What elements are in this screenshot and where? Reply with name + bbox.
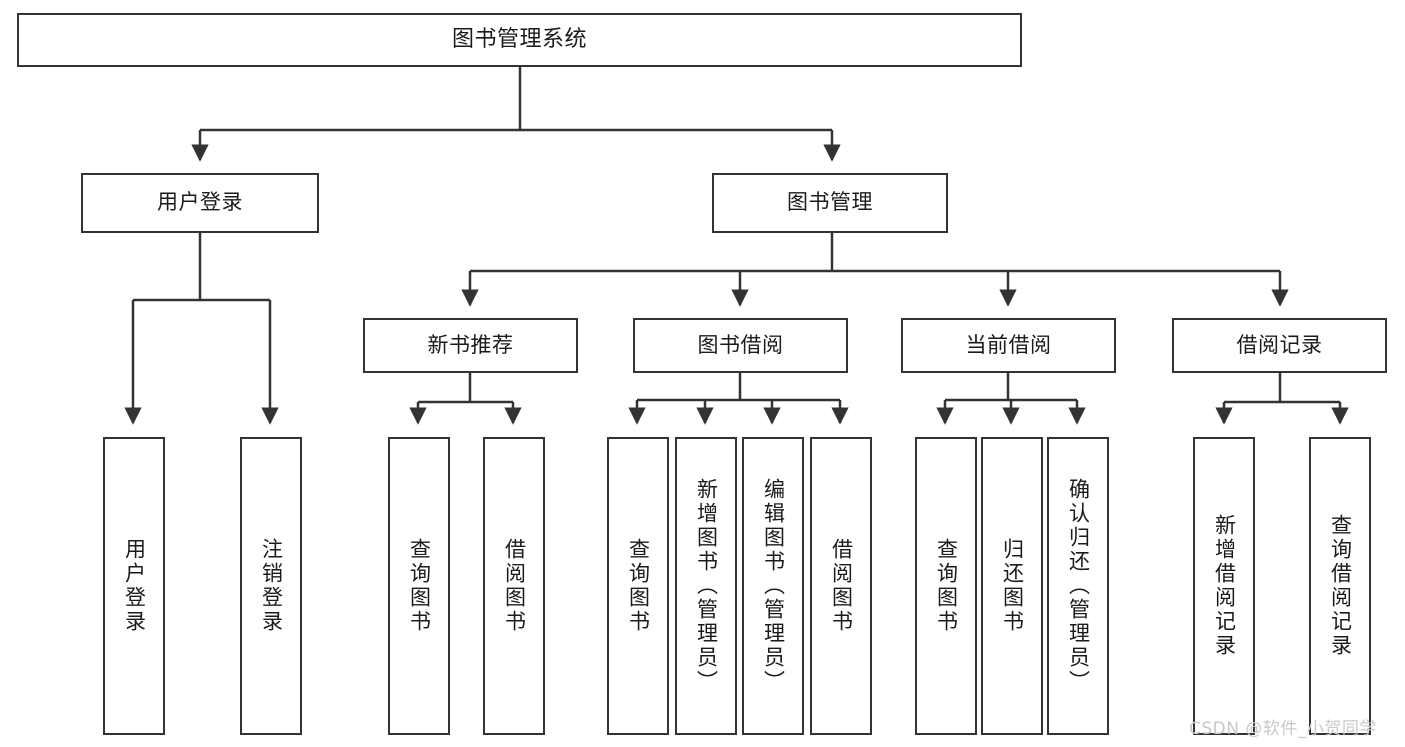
node-leaf-confirm-return[interactable]: 确认归还（管理员） [1047,437,1109,735]
node-book-manage[interactable]: 图书管理 [712,173,948,233]
node-borrow-record-label: 借阅记录 [1236,332,1323,357]
node-leaf-confirm-return-label: 确认归还（管理员） [1066,478,1091,694]
node-user-login-label: 用户登录 [157,190,243,215]
node-current-borrow[interactable]: 当前借阅 [901,318,1116,373]
node-leaf-query-book-1[interactable]: 查询图书 [388,437,450,735]
node-leaf-borrow-book-1[interactable]: 借阅图书 [483,437,545,735]
node-leaf-logout-login[interactable]: 注销登录 [240,437,302,735]
node-leaf-add-record[interactable]: 新增借阅记录 [1193,437,1255,735]
node-leaf-add-book-label: 新增图书（管理员） [694,478,719,694]
node-book-manage-label: 图书管理 [787,190,873,215]
node-leaf-borrow-book-1-label: 借阅图书 [502,538,527,634]
node-root[interactable]: 图书管理系统 [17,13,1022,67]
node-current-borrow-label: 当前借阅 [965,332,1052,357]
node-leaf-add-book[interactable]: 新增图书（管理员） [675,437,737,735]
node-leaf-return-book[interactable]: 归还图书 [981,437,1043,735]
node-leaf-query-book-1-label: 查询图书 [407,538,432,634]
node-leaf-query-book-3[interactable]: 查询图书 [915,437,977,735]
node-leaf-add-record-label: 新增借阅记录 [1212,514,1237,658]
node-leaf-query-book-3-label: 查询图书 [934,538,959,634]
node-leaf-logout-login-label: 注销登录 [259,538,284,634]
node-leaf-query-book-2-label: 查询图书 [626,538,651,634]
node-leaf-edit-book-label: 编辑图书（管理员） [761,478,786,694]
node-leaf-user-login-label: 用户登录 [122,538,147,634]
node-leaf-query-record[interactable]: 查询借阅记录 [1309,437,1371,735]
node-user-login[interactable]: 用户登录 [81,173,319,233]
node-borrow-record[interactable]: 借阅记录 [1172,318,1387,373]
node-book-borrow-label: 图书借阅 [697,332,784,357]
node-leaf-borrow-book-2-label: 借阅图书 [829,538,854,634]
node-new-book-recommend-label: 新书推荐 [427,332,514,357]
node-leaf-return-book-label: 归还图书 [1000,538,1025,634]
watermark: CSDN @软件_小贺同学 [1189,719,1377,739]
node-leaf-query-record-label: 查询借阅记录 [1328,514,1353,658]
node-leaf-borrow-book-2[interactable]: 借阅图书 [810,437,872,735]
node-new-book-recommend[interactable]: 新书推荐 [363,318,578,373]
node-leaf-user-login[interactable]: 用户登录 [103,437,165,735]
node-leaf-edit-book[interactable]: 编辑图书（管理员） [742,437,804,735]
node-book-borrow[interactable]: 图书借阅 [633,318,848,373]
node-leaf-query-book-2[interactable]: 查询图书 [607,437,669,735]
node-root-label: 图书管理系统 [451,26,587,52]
